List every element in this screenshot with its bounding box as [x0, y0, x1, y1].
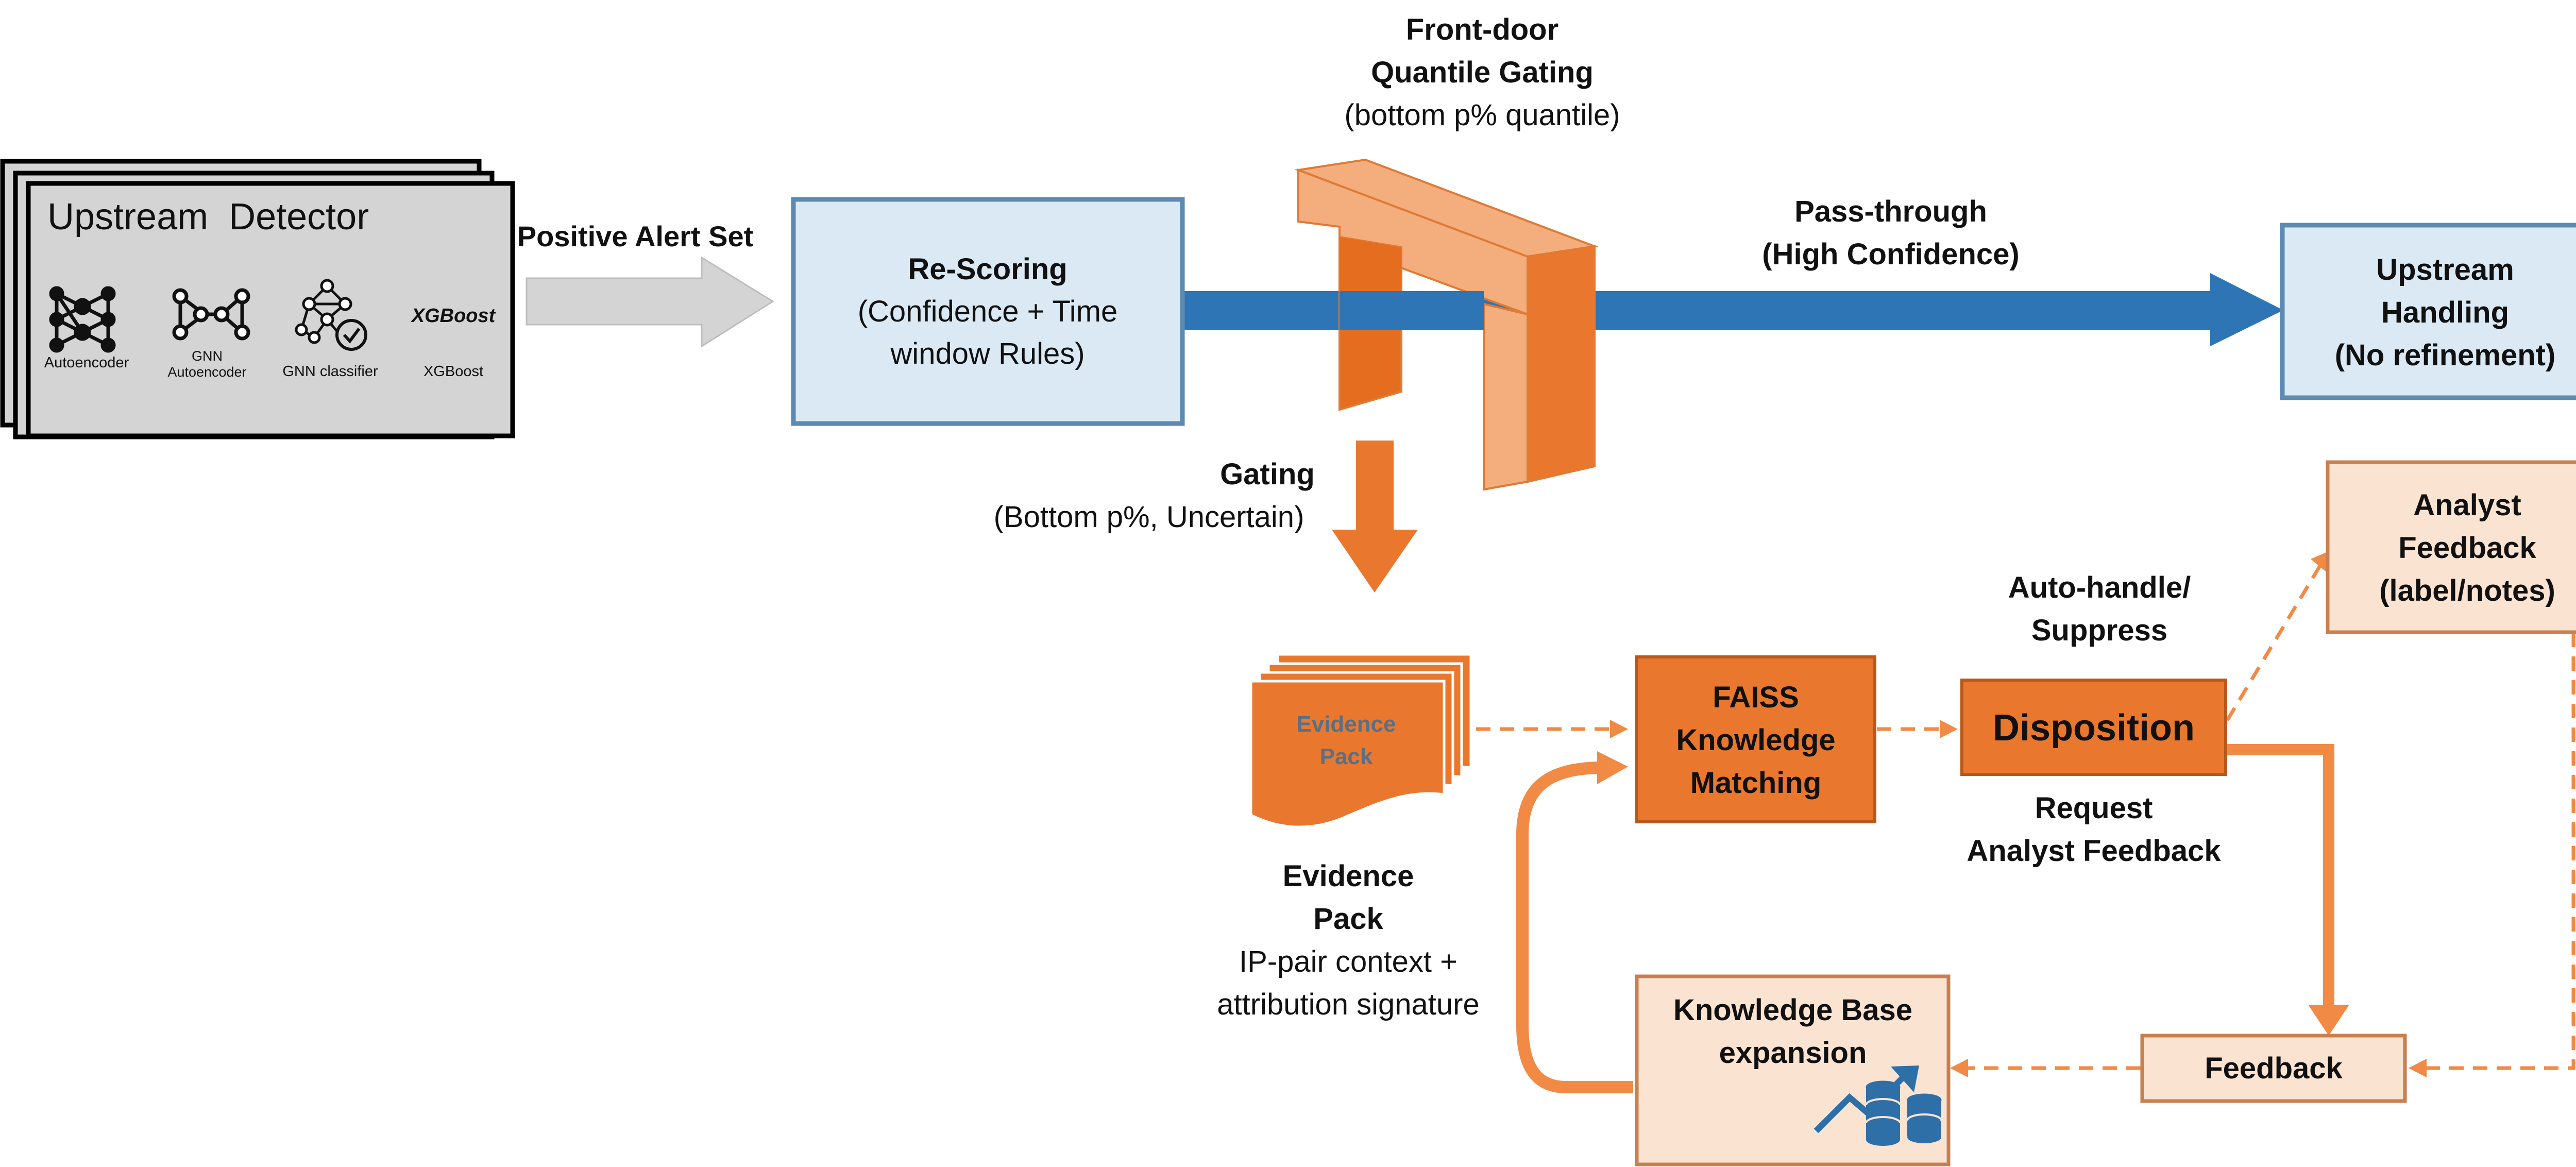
kb-to-faiss-arrow: [1516, 762, 1633, 1093]
gnn-autoencoder-label-2: Autoencoder: [167, 364, 246, 380]
evidence-caption-line2: Pack: [1313, 902, 1383, 936]
faiss-line1: FAISS: [1713, 681, 1799, 714]
analyst-feedback-line3: (label/notes): [2379, 574, 2555, 607]
rescoring-line2: window Rules): [890, 337, 1084, 370]
gate-pillar-top: [1340, 237, 1401, 291]
front-door-gate-shape: [1294, 158, 1599, 491]
evidence-caption-line1: Evidence: [1283, 859, 1414, 893]
disposition-box: Disposition: [1960, 679, 2227, 776]
front-door-line1: Front-door: [1406, 13, 1558, 46]
auto-handle-line1: Auto-handle/: [2008, 571, 2191, 604]
pass-through-arrow-overlap: [1340, 291, 1484, 330]
analyst-to-feedback-arrow: [2421, 633, 2575, 1070]
gnn-autoencoder-label-1: GNN: [192, 348, 223, 364]
kb-expansion-line2: expansion: [1719, 1036, 1867, 1070]
gnn-classifier-label: GNN classifier: [282, 363, 378, 380]
analyst-feedback-line2: Feedback: [2398, 531, 2536, 565]
autoencoder-label: Autoencoder: [44, 354, 129, 371]
feedback-to-kb-arrowhead: [1950, 1059, 1968, 1077]
evidence-icon-line2: Pack: [1320, 744, 1373, 769]
xgboost-icon: XGBoost: [411, 305, 496, 327]
front-door-line2: Quantile Gating: [1371, 56, 1594, 89]
evidence-to-faiss-arrowhead: [1610, 720, 1628, 738]
upstream-handling-line2: Handling: [2381, 296, 2509, 329]
kb-expansion-line1: Knowledge Base: [1673, 993, 1912, 1027]
upstream-detector: Upstream Detector Autoencoder: [0, 159, 515, 439]
upstream-handling-box: Upstream Handling (No refinement): [2280, 223, 2576, 400]
analyst-to-feedback-arrowhead: [2409, 1059, 2427, 1077]
evidence-pack-icon: [1249, 653, 1472, 828]
request-feedback-line1: Request: [2035, 791, 2153, 825]
feedback-box: Feedback: [2140, 1034, 2407, 1103]
kb-expansion-box: Knowledge Base expansion: [1635, 974, 1951, 1166]
evidence-caption-line4: attribution signature: [1217, 988, 1479, 1021]
disposition-to-feedback-arrowhead: [2308, 1005, 2349, 1036]
disposition-to-feedback-arrow: [2226, 744, 2334, 1012]
kb-to-faiss-arrowhead: [1597, 751, 1628, 784]
gating-line2: (Bottom p%, Uncertain): [994, 500, 1304, 534]
upstream-handling-line3: (No refinement): [2335, 339, 2556, 372]
auto-handle-line2: Suppress: [2031, 614, 2167, 647]
gnn-classifier-icon: [295, 279, 367, 351]
request-feedback-line2: Analyst Feedback: [1967, 834, 2221, 868]
pass-through-line1: Pass-through: [1794, 195, 1987, 228]
faiss-line2: Knowledge: [1676, 723, 1835, 757]
faiss-line3: Matching: [1690, 766, 1822, 800]
faiss-box: FAISS Knowledge Matching: [1635, 655, 1876, 823]
feedback-label: Feedback: [2205, 1052, 2343, 1085]
positive-alert-arrow: [526, 256, 774, 348]
xgboost-label: XGBoost: [423, 363, 483, 380]
upstream-handling-line1: Upstream: [2376, 253, 2514, 286]
rescoring-box: Re-Scoring (Confidence + Time window Rul…: [791, 197, 1185, 426]
faiss-to-disposition-arrowhead: [1940, 720, 1958, 738]
rescoring-line1: (Confidence + Time: [858, 295, 1118, 328]
evidence-icon-line1: Evidence: [1296, 712, 1396, 737]
gating-arrow: [1332, 441, 1418, 593]
detector-title: Upstream Detector: [47, 196, 369, 238]
evidence-caption-line3: IP-pair context +: [1239, 945, 1458, 978]
gnn-autoencoder-icon: [172, 288, 250, 341]
analyst-feedback-box: Analyst Feedback (label/notes): [2326, 460, 2576, 634]
gating-line1: Gating: [1220, 458, 1315, 491]
rescoring-title: Re-Scoring: [908, 252, 1067, 286]
autoencoder-icon: [49, 286, 116, 353]
disposition-to-analyst-arrow: [2225, 563, 2323, 721]
analyst-feedback-line1: Analyst: [2413, 488, 2521, 522]
pass-through-line2: (High Confidence): [1762, 238, 2019, 271]
database-growth-icon: [1814, 1065, 1942, 1146]
disposition-to-analyst-arrowhead: [2311, 551, 2329, 572]
positive-alert-label: Positive Alert Set: [517, 220, 754, 252]
front-door-line3: (bottom p% quantile): [1344, 98, 1620, 132]
disposition-label: Disposition: [1993, 707, 2195, 749]
